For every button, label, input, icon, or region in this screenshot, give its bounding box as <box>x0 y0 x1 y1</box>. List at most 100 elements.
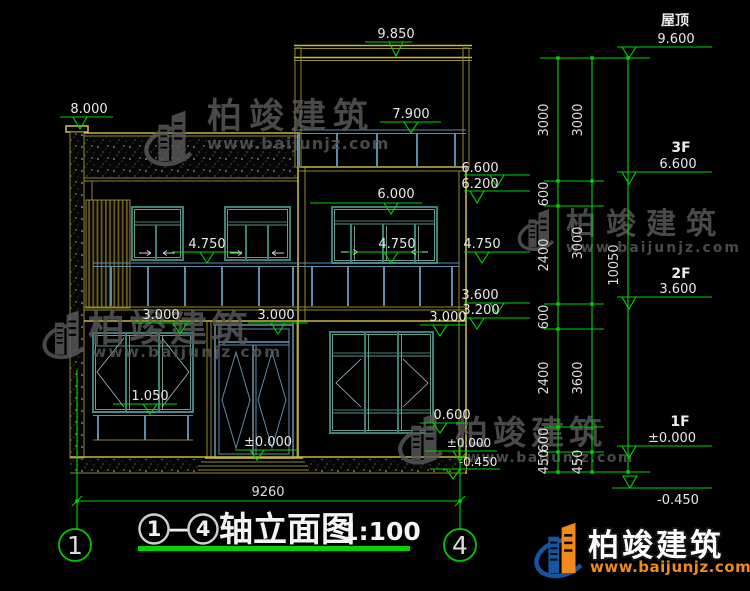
level-marker-6600-wall: 6.600 <box>461 161 530 189</box>
title-axis-start: 1 <box>147 517 162 541</box>
level-marker-3000-left: 3.000 <box>133 308 193 336</box>
svg-text:3.000: 3.000 <box>257 308 294 323</box>
dimension-chains: 3000 600 2400 600 2400 600 450 3000 3000… <box>537 56 650 474</box>
level-marker-6200-wall: 6.200 <box>461 177 530 205</box>
title-axis-separator: — <box>169 517 190 541</box>
watermark-name: 柏竣建筑 <box>207 96 375 137</box>
level-markers: 9.850 8.000 7.900 6.600 6.200 6.000 <box>60 27 530 480</box>
axis-bubble-1: 1 <box>58 528 92 562</box>
watermark-url: www.baijunjz.com <box>566 240 741 256</box>
dim-chain-a-6: 450 <box>537 450 552 475</box>
floor-band <box>84 306 466 322</box>
watermark-top: 柏竣建筑 www.baijunjz.com <box>142 96 390 171</box>
window-2f-left-b <box>224 206 291 261</box>
level-roof: 屋顶 9.600 <box>617 13 712 60</box>
brand-logo: 柏竣建筑 www.baijunjz.com <box>532 522 750 583</box>
svg-text:3.200: 3.200 <box>462 303 499 318</box>
svg-text:6.200: 6.200 <box>461 177 498 192</box>
svg-text:3F: 3F <box>671 140 690 156</box>
dim-chain-a-1: 600 <box>537 182 552 207</box>
balcony-rail-2f-left <box>93 262 298 306</box>
dim-chain-b-1: 3000 <box>571 226 586 259</box>
svg-text:1: 1 <box>67 531 83 560</box>
level-marker-4750-mid: 4.750 <box>348 237 422 265</box>
watermark-bottom: 柏竣建筑 www.baijunjz.com <box>396 412 634 469</box>
watermark-name: 柏竣建筑 <box>88 307 252 350</box>
level-marker-4750-left: 4.750 <box>172 237 242 265</box>
svg-text:1.050: 1.050 <box>131 389 168 404</box>
watermark-url: www.baijunjz.com <box>467 450 634 466</box>
chain-a-ticks <box>556 56 560 474</box>
dim-chain-a-4: 2400 <box>537 361 552 394</box>
watermark-url: www.baijunjz.com <box>207 134 390 153</box>
svg-text:±0.000: ±0.000 <box>648 431 696 446</box>
svg-text:3.000: 3.000 <box>142 308 179 323</box>
level-marker-3000-door: 3.000 <box>248 308 308 336</box>
svg-text:±0.000: ±0.000 <box>447 436 491 450</box>
axis-bubble-4: 4 <box>443 528 477 562</box>
level-marker-3000-right: 3.000 <box>420 310 467 338</box>
level-marker-0600: 0.600 <box>420 408 471 434</box>
svg-text:屋顶: 屋顶 <box>661 13 689 29</box>
svg-text:0.600: 0.600 <box>433 408 470 423</box>
svg-text:3.000: 3.000 <box>429 310 466 325</box>
left-parapet-band <box>84 132 300 182</box>
level-marker-1050: 1.050 <box>113 389 177 415</box>
level-1f: 1F ±0.000 <box>617 414 712 460</box>
level-site: -0.450 <box>612 475 712 508</box>
title-underline <box>138 546 410 551</box>
right-parapet <box>299 166 466 172</box>
drawing-scale: 1:100 <box>341 517 421 546</box>
dim-chain-a-3: 600 <box>537 305 552 330</box>
level-marker-8000: 8.000 <box>60 102 113 131</box>
level-marker-3600-wall: 3.600 <box>461 288 530 316</box>
entry-steps <box>195 457 311 471</box>
svg-text:6.000: 6.000 <box>377 187 414 202</box>
level-marker-9850: 9.850 <box>365 27 415 58</box>
pergola <box>294 44 472 168</box>
chain-b-ticks <box>590 56 594 474</box>
chain-total-ticks <box>626 56 630 474</box>
svg-text:1F: 1F <box>670 414 689 430</box>
window-1f-right <box>329 331 434 434</box>
svg-text:4.750: 4.750 <box>378 237 415 252</box>
svg-text:2F: 2F <box>671 266 690 282</box>
louver-screen <box>85 199 131 309</box>
level-2f: 2F 3.600 <box>617 266 712 311</box>
watermark-name: 柏竣建筑 <box>566 207 726 242</box>
level-marker-7900: 7.900 <box>380 107 441 135</box>
level-marker-4750-wall: 4.750 <box>463 237 530 265</box>
entrance-door <box>206 322 298 459</box>
svg-text:4: 4 <box>452 531 468 560</box>
drawing-title: 1 — 4 轴立面图 1:100 <box>138 510 421 551</box>
right-level-column: 屋顶 9.600 3F 6.600 2F 3.600 1F ±0.000 -0.… <box>612 13 712 508</box>
level-marker-0000-door: ±0.000 <box>235 435 298 461</box>
spandrel-1f-left <box>93 411 193 441</box>
svg-text:4.750: 4.750 <box>188 237 225 252</box>
level-marker-3200-wall: 3.200 <box>462 303 530 331</box>
roof-terrace-railing <box>292 129 466 167</box>
level-3f: 3F 6.600 <box>617 140 712 186</box>
svg-text:6.600: 6.600 <box>461 161 498 176</box>
svg-text:3.600: 3.600 <box>461 288 498 303</box>
svg-text:3.600: 3.600 <box>659 282 696 297</box>
dim-width-total: 9260 <box>251 485 284 500</box>
title-axis-start-circle <box>138 513 170 545</box>
svg-text:9.850: 9.850 <box>377 27 414 42</box>
dim-chain-a-0: 3000 <box>537 103 552 136</box>
brand-url: www.baijunjz.com <box>590 558 750 576</box>
svg-text:-0.450: -0.450 <box>657 493 699 508</box>
dim-chain-a-2: 2400 <box>537 238 552 271</box>
level-marker-0450-wall: -0.450 <box>430 455 500 480</box>
svg-text:8.000: 8.000 <box>70 102 107 117</box>
window-2f-left-a <box>131 206 184 261</box>
dim-chain-b-2: 3600 <box>571 361 586 394</box>
watermark-url: www.baijunjz.com <box>92 343 282 361</box>
svg-text:9.600: 9.600 <box>657 32 694 47</box>
level-marker-0000-wall: ±0.000 <box>425 436 497 462</box>
brand-name: 柏竣建筑 <box>588 528 724 564</box>
watermark-right: 柏竣建筑 www.baijunjz.com <box>516 207 741 256</box>
dim-chain-b-0: 3000 <box>571 103 586 136</box>
svg-text:-0.450: -0.450 <box>459 455 498 469</box>
